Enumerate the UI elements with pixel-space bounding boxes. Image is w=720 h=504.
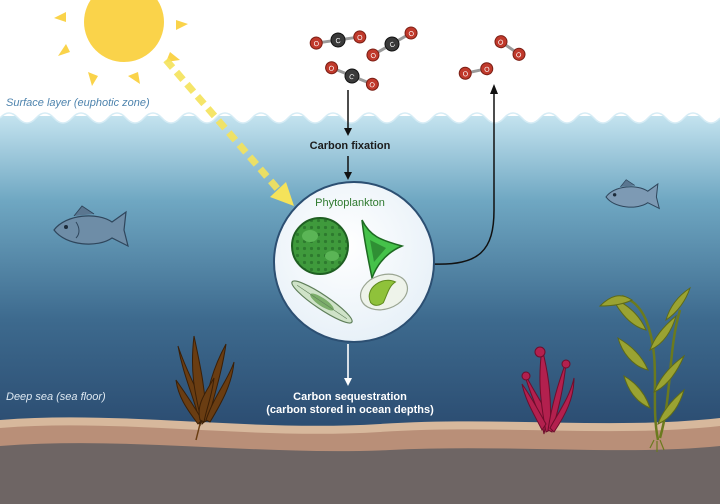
o2-molecule-icon: O O — [494, 35, 526, 61]
carbon-sequestration-label: Carbon sequestration (carbon stored in o… — [250, 391, 450, 417]
green-alga-icon — [359, 273, 409, 311]
kelp-icon — [598, 286, 691, 452]
o2-molecule-icon: O O — [458, 62, 494, 80]
carbon-symbol: C — [335, 38, 341, 46]
co2-molecule-icon: O C O — [325, 61, 379, 91]
arrow-phytoplankton-to-o2 — [431, 84, 498, 265]
dinoflagellate-icon — [361, 219, 405, 281]
oxygen-symbol: O — [357, 35, 364, 43]
oxygen-symbol: O — [370, 52, 379, 61]
sunlight-beam — [163, 57, 294, 206]
sea-floor-rock — [0, 443, 720, 504]
kelp-icon — [175, 335, 235, 441]
coccolithophore-icon — [291, 217, 349, 275]
carbon-sequestration-subtitle: (carbon stored in ocean depths) — [266, 404, 434, 416]
fish-icon — [605, 179, 661, 210]
oxygen-symbol: O — [484, 66, 491, 74]
fish-icon — [53, 205, 129, 248]
surface-layer-label: Surface layer (euphotic zone) — [6, 97, 150, 109]
phytoplankton-label: Phytoplankton — [315, 197, 385, 209]
oxygen-symbol: O — [327, 65, 335, 74]
carbon-fixation-label: Carbon fixation — [309, 140, 391, 152]
oxygen-symbol: O — [313, 41, 320, 49]
co2-molecule-icon: O C O — [309, 30, 367, 50]
arrow-fixation-to-phytoplankton — [344, 156, 352, 180]
oxygen-symbol: O — [368, 81, 376, 90]
arrow-to-sequestration — [344, 344, 352, 386]
red-algae-icon — [521, 346, 575, 435]
oxygen-symbol: O — [496, 38, 505, 47]
water-surface-line — [0, 112, 720, 124]
carbon-symbol: C — [389, 41, 397, 50]
arrow-co2-to-fixation — [344, 90, 352, 136]
co2-molecule-icon: O C O — [366, 26, 418, 62]
carbon-sequestration-title: Carbon sequestration — [293, 391, 407, 403]
diatom-icon — [291, 280, 353, 324]
oxygen-symbol: O — [408, 30, 417, 39]
oxygen-symbol: O — [462, 71, 469, 79]
deep-sea-label: Deep sea (sea floor) — [6, 391, 106, 403]
oxygen-symbol: O — [514, 51, 523, 60]
carbon-symbol: C — [348, 73, 355, 81]
phytoplankton-cell — [273, 181, 435, 343]
sun-icon — [54, 0, 188, 86]
